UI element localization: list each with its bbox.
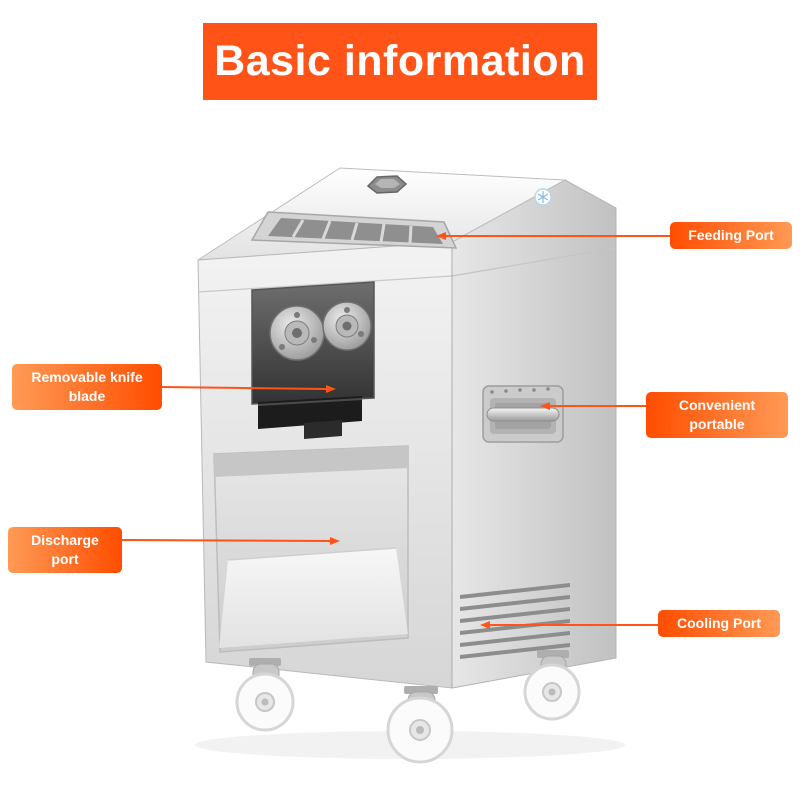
caster-wheel-right [523,650,581,721]
arrow-convenient-portable [540,402,646,410]
arrow-removable-knife-blade [161,385,336,393]
arrow-feeding-port [436,232,672,240]
page-title: Basic information [214,37,586,85]
arrow-discharge-port [121,537,340,545]
hex-knob [366,175,408,194]
header-banner: Basic information [203,23,597,100]
callout-cooling-port: Cooling Port [658,610,780,637]
caster-wheel-left [235,658,295,732]
front-handle-bar [257,396,363,439]
callout-removable-knife-blade: Removable knife blade [12,364,162,410]
callout-discharge-port: Discharge port [8,527,122,573]
knife-blade-assembly [251,281,375,405]
caster-wheel-middle [386,686,454,764]
arrow-cooling-port [480,621,658,629]
feeding-port-tray [250,211,458,249]
cooling-port-vents [460,583,570,659]
callout-feeding-port: Feeding Port [670,222,792,249]
discharge-port-opening [213,445,409,653]
side-carry-handle [482,385,564,443]
callout-convenient-portable: Convenient portable [646,392,788,438]
brand-badge-icon [534,188,552,206]
